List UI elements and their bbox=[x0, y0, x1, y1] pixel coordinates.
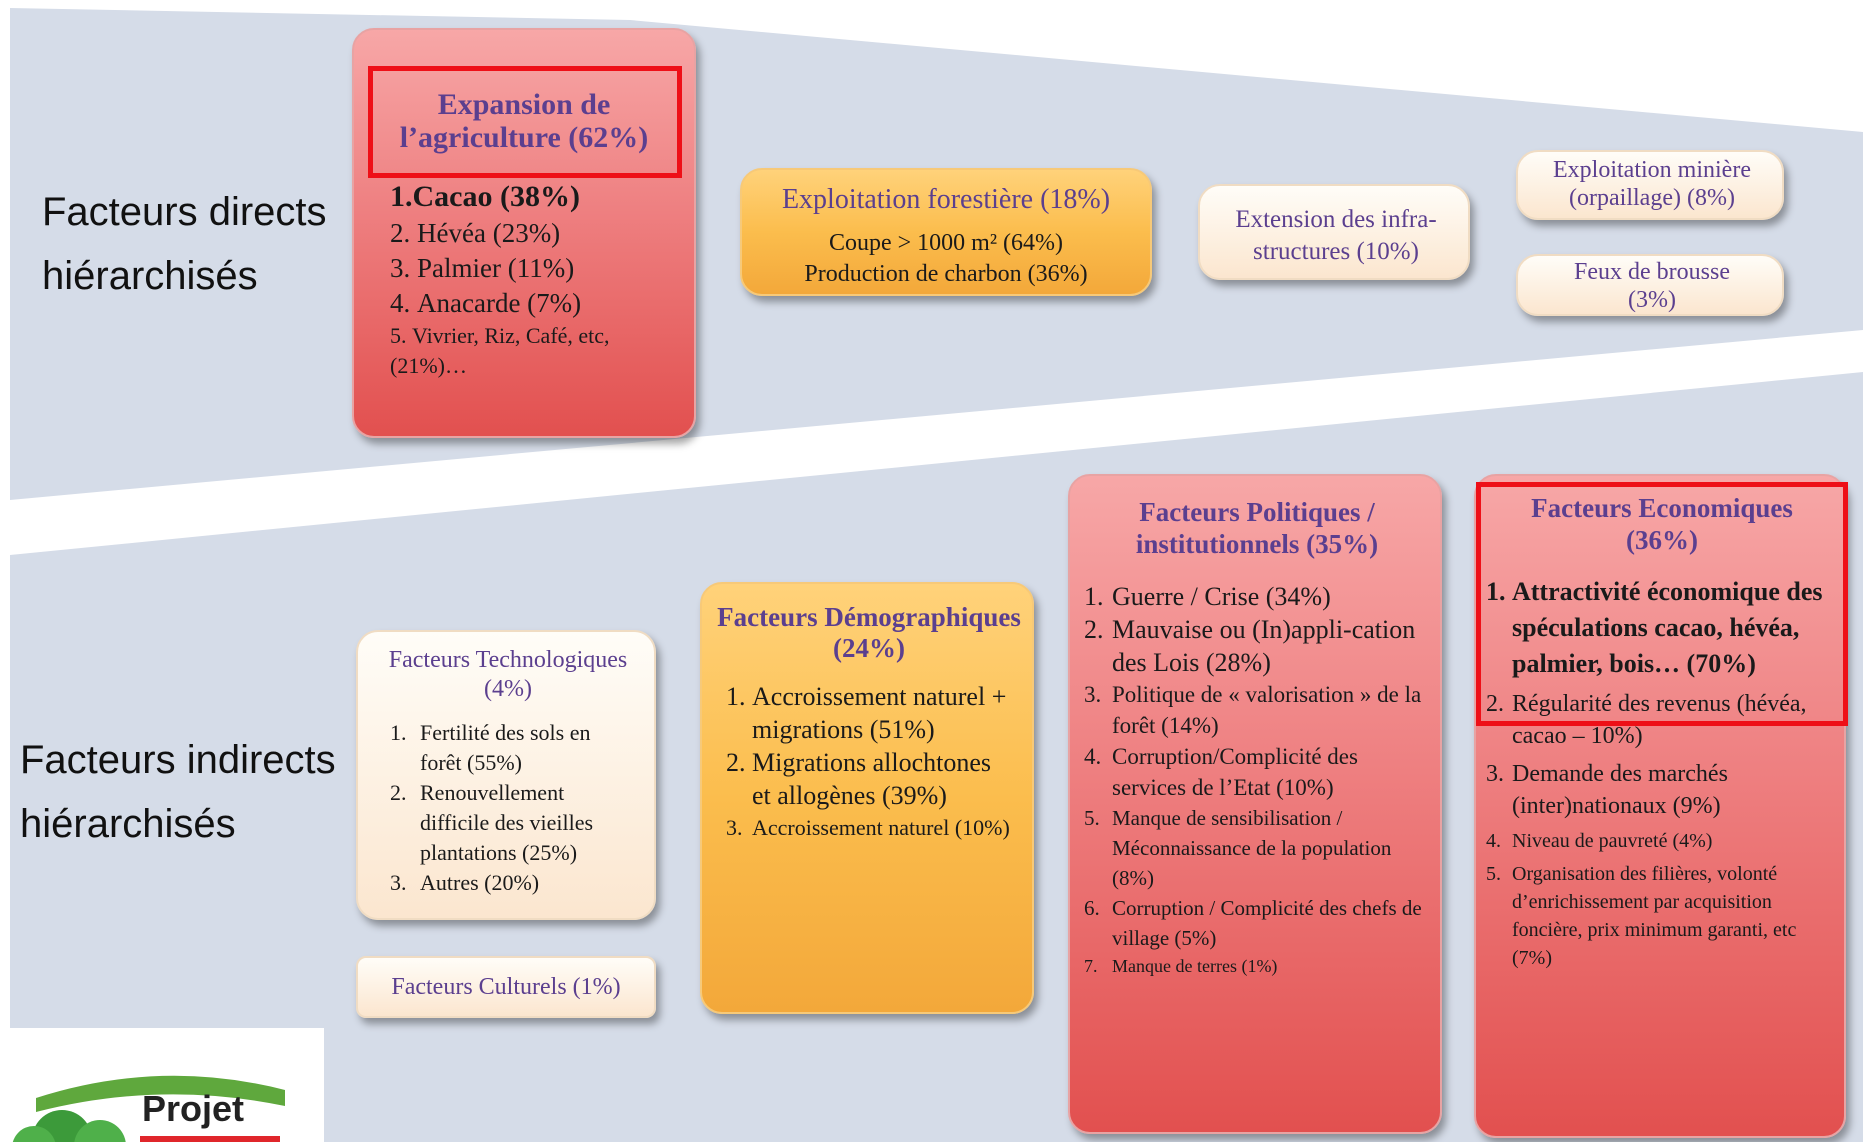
mining-title: Exploitation minière (orpaillage) (8%) bbox=[1553, 157, 1751, 211]
list-item: 1.Cacao (38%) bbox=[390, 180, 580, 213]
logo-text: Projet bbox=[142, 1088, 245, 1129]
list-item: 1.Attractivité économique des spéculatio… bbox=[1486, 577, 1823, 678]
list-item: 1.Guerre / Crise (34%) bbox=[1084, 582, 1331, 611]
political-box: Facteurs Politiques / institutionnels (3… bbox=[1068, 474, 1442, 1134]
direct-factors-label: Facteurs directs hiérarchisés bbox=[42, 190, 327, 298]
economic-title: Facteurs Economiques (36%) bbox=[1531, 493, 1793, 555]
list-item: 4.Niveau de pauvreté (4%) bbox=[1486, 830, 1713, 852]
list-item: 3. Palmier (11%) bbox=[390, 253, 575, 283]
bushfire-box: Feux de brousse (3%) bbox=[1516, 254, 1784, 316]
list-item: 1.Fertilité des sols en forêt (55%) bbox=[390, 720, 591, 775]
list-item: 5. Vivrier, Riz, Café, etc, (21%)… bbox=[390, 323, 610, 378]
demographic-box: Facteurs Démographiques (24%) 1.Accroiss… bbox=[700, 582, 1034, 1014]
list-item: 3.Accroissement naturel (10%) bbox=[726, 815, 1010, 840]
technological-list: 1.Fertilité des sols en forêt (55%) 2.Re… bbox=[390, 718, 630, 898]
cultural-box: Facteurs Culturels (1%) bbox=[356, 956, 656, 1018]
list-item: 2.Régularité des revenus (hévéa, cacao –… bbox=[1486, 691, 1807, 749]
economic-list: 1.Attractivité économique des spéculatio… bbox=[1486, 574, 1836, 972]
technological-box: Facteurs Technologiques (4%) 1.Fertilité… bbox=[356, 630, 656, 920]
project-logo: Projet bbox=[0, 1028, 324, 1142]
list-item: 2.Renouvellement difficile des vieilles … bbox=[390, 780, 594, 865]
forestry-title: Exploitation forestière (18%) bbox=[781, 184, 1111, 215]
agriculture-title: Expansion de l’agriculture (62%) bbox=[399, 88, 649, 154]
agriculture-box: Expansion de l’agriculture (62%) 1.Cacao… bbox=[352, 28, 696, 438]
agriculture-list: 1.Cacao (38%) 2. Hévéa (23%) 3. Palmier … bbox=[390, 178, 690, 381]
logo-graphic bbox=[12, 1075, 285, 1142]
political-list: 1.Guerre / Crise (34%) 2.Mauvaise ou (In… bbox=[1084, 580, 1424, 979]
infrastructure-title: Extension des infra-structures (10%) bbox=[1235, 206, 1437, 265]
list-item: 3.Autres (20%) bbox=[390, 870, 540, 895]
mining-box: Exploitation minière (orpaillage) (8%) bbox=[1516, 150, 1784, 220]
demographic-list: 1.Accroissement naturel + migrations (51… bbox=[726, 680, 1016, 843]
technological-title: Facteurs Technologiques (4%) bbox=[388, 647, 628, 702]
list-item: 4.Corruption/Complicité des services de … bbox=[1084, 744, 1358, 800]
infrastructure-box: Extension des infra-structures (10%) bbox=[1198, 184, 1470, 280]
political-title: Facteurs Politiques / institutionnels (3… bbox=[1135, 497, 1379, 559]
list-item: 7.Manque de terres (1%) bbox=[1084, 956, 1278, 976]
economic-highlight-frame bbox=[1476, 482, 1848, 726]
economic-box: Facteurs Economiques (36%) 1.Attractivit… bbox=[1474, 474, 1846, 1138]
list-item: 3.Politique de « valorisation » de la fo… bbox=[1084, 682, 1422, 738]
list-item: 6.Corruption / Complicité des chefs de v… bbox=[1084, 896, 1422, 950]
list-item: 2. Hévéa (23%) bbox=[390, 218, 561, 248]
list-item: 3.Demande des marchés (inter)nationaux (… bbox=[1486, 761, 1728, 819]
demographic-title: Facteurs Démographiques (24%) bbox=[717, 602, 1021, 663]
indirect-factors-label: Facteurs indirects hiérarchisés bbox=[20, 738, 336, 846]
list-item: 5.Manque de sensibilisation / Méconnaiss… bbox=[1084, 806, 1392, 890]
forestry-line-2: Production de charbon (36%) bbox=[804, 261, 1088, 287]
agriculture-highlight-frame bbox=[368, 66, 682, 178]
list-item: 2.Mauvaise ou (In)appli-cation des Lois … bbox=[1084, 615, 1416, 677]
list-item: 1.Accroissement naturel + migrations (51… bbox=[726, 682, 1007, 744]
forestry-box: Exploitation forestière (18%) Coupe > 10… bbox=[740, 168, 1152, 296]
list-item: 5.Organisation des filières, volonté d’e… bbox=[1486, 863, 1797, 969]
cultural-title: Facteurs Culturels (1%) bbox=[391, 974, 621, 1000]
list-item: 2.Migrations allochtones et allogènes (3… bbox=[726, 748, 992, 810]
bushfire-title: Feux de brousse (3%) bbox=[1574, 259, 1730, 313]
forestry-line-1: Coupe > 1000 m² (64%) bbox=[828, 230, 1064, 256]
list-item: 4. Anacarde (7%) bbox=[390, 288, 582, 318]
